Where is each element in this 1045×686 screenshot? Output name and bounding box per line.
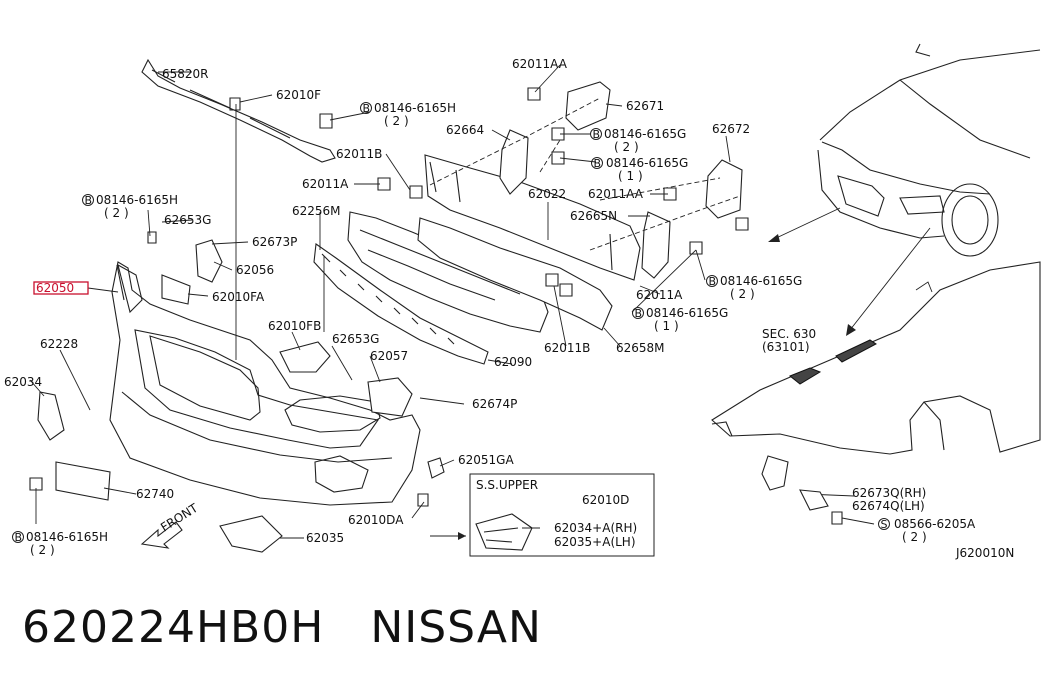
label-62010d: 62010D	[582, 493, 629, 507]
label-62011aa-mid: 62011AA	[588, 187, 644, 201]
label-62671: 62671	[626, 99, 664, 113]
label-screw-08566-6205a: 08566-6205A	[894, 517, 976, 531]
label-62090: 62090	[494, 355, 532, 369]
label-62056: 62056	[236, 263, 274, 277]
reinforcement-beam	[417, 217, 613, 331]
label-bolt-08146-6165h-a: 08146-6165H	[374, 101, 456, 115]
label-qty-h: ( 2 )	[30, 543, 55, 557]
label-62011a-top: 62011A	[302, 177, 349, 191]
label-62034a-rh: 62034+A(RH)	[554, 521, 637, 535]
vehicle-view	[768, 43, 1041, 336]
upper-cover-strip	[141, 58, 336, 163]
part-number: 620224HB0H	[22, 602, 325, 653]
label-62035: 62035	[306, 531, 344, 545]
stay-brackets	[429, 81, 743, 279]
label-qty-b: ( 2 )	[614, 140, 639, 154]
grille-bar	[313, 243, 489, 365]
label-qty-f: ( 1 )	[654, 319, 679, 333]
fender	[711, 261, 1041, 511]
label-65820r: 65820R	[162, 67, 209, 81]
label-62653g-top: 62653G	[164, 213, 211, 227]
label-bolt-08146-6165h-b: 08146-6165H	[96, 193, 178, 207]
label-62665n: 62665N	[570, 209, 617, 223]
label-62050-highlighted: 62050	[36, 281, 74, 295]
part-labels: 65820R 62010F 08146-6165H ( 2 ) 62011AA …	[4, 57, 1014, 560]
label-ss-upper: S.S.UPPER	[476, 478, 538, 492]
label-qty-c: ( 1 )	[618, 169, 643, 183]
label-62256m: 62256M	[292, 204, 341, 218]
label-bolt-08146-6165g-a: 08146-6165G	[604, 127, 686, 141]
label-62011a-mid: 62011A	[636, 288, 683, 302]
svg-text:B: B	[15, 531, 23, 544]
svg-text:B: B	[594, 157, 602, 170]
caption: 620224HB0H NISSAN	[22, 602, 542, 653]
label-62740: 62740	[136, 487, 174, 501]
label-62057: 62057	[370, 349, 408, 363]
front-arrow	[140, 521, 183, 549]
label-62653g-mid: 62653G	[332, 332, 379, 346]
bolt-markers: B B B B B B B S	[12, 102, 890, 544]
label-62022: 62022	[528, 187, 566, 201]
label-62010fb: 62010FB	[268, 319, 321, 333]
label-62674p: 62674P	[472, 397, 517, 411]
svg-text:S: S	[881, 518, 888, 531]
label-bolt-08146-6165g-c: 08146-6165G	[720, 274, 802, 288]
bumper-fascia	[109, 261, 421, 506]
label-bolt-08146-6165g-b: 08146-6165G	[606, 156, 688, 170]
highlight-box	[33, 281, 89, 295]
label-62674q-lh: 62674Q(LH)	[852, 499, 925, 513]
diagram-code: J620010N	[955, 546, 1014, 560]
svg-text:B: B	[593, 128, 601, 141]
label-62228: 62228	[40, 337, 78, 351]
label-62035a-lh: 62035+A(LH)	[554, 535, 636, 549]
svg-text:B: B	[363, 102, 371, 115]
label-bolt-08146-6165g-d: 08146-6165G	[646, 306, 728, 320]
label-62673q-rh: 62673Q(RH)	[852, 486, 926, 500]
label-62011aa-top: 62011AA	[512, 57, 568, 71]
label-sec-630-ref: (63101)	[762, 340, 810, 354]
svg-text:B: B	[635, 307, 643, 320]
label-62010fa: 62010FA	[212, 290, 265, 304]
brand-name: NISSAN	[370, 602, 542, 653]
label-sec-630: SEC. 630	[762, 327, 816, 341]
label-bolt-08146-6165h-c: 08146-6165H	[26, 530, 108, 544]
label-62011b-top: 62011B	[336, 147, 382, 161]
label-62664: 62664	[446, 123, 484, 137]
svg-text:B: B	[85, 194, 93, 207]
label-62658m: 62658M	[616, 341, 665, 355]
label-62672: 62672	[712, 122, 750, 136]
label-62011b-mid: 62011B	[544, 341, 590, 355]
label-62673p: 62673P	[252, 235, 297, 249]
label-qty-a: ( 2 )	[384, 114, 409, 128]
label-qty-e: ( 2 )	[730, 287, 755, 301]
small-components	[29, 87, 843, 553]
label-62010da: 62010DA	[348, 513, 404, 527]
ss-upper-inset	[430, 473, 655, 557]
svg-text:B: B	[709, 275, 717, 288]
label-qty-d: ( 2 )	[104, 206, 129, 220]
leader-lines	[29, 64, 875, 539]
label-qty-g: ( 2 )	[902, 530, 927, 544]
label-62034: 62034	[4, 375, 42, 389]
label-62010f: 62010F	[276, 88, 321, 102]
label-62051ga: 62051GA	[458, 453, 514, 467]
